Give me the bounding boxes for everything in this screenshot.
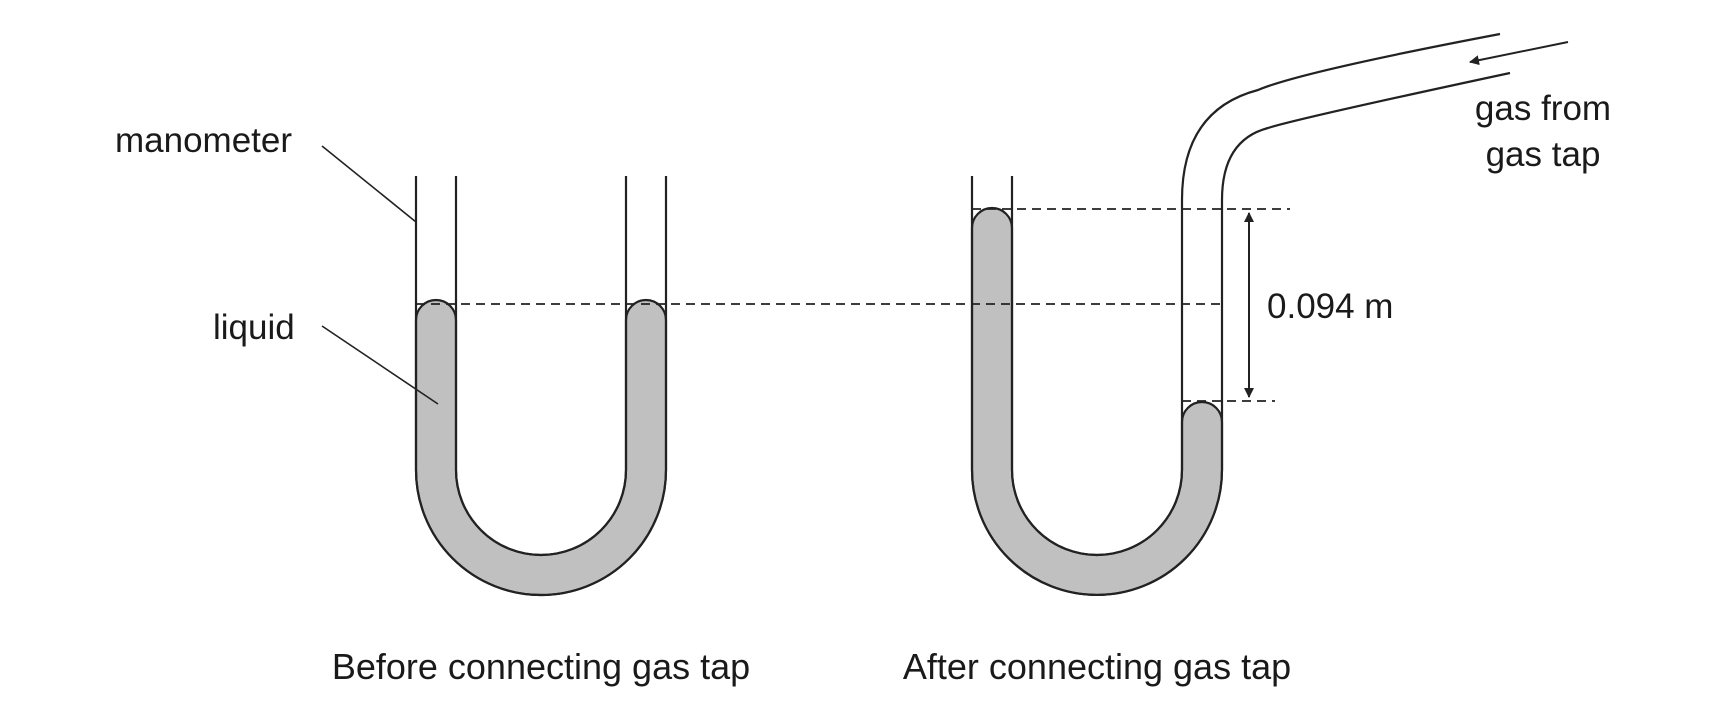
liquid-leader-line <box>321 325 439 405</box>
gas-label-line2: gas tap <box>1486 135 1601 174</box>
height-label: 0.094 m <box>1267 287 1393 326</box>
tube-outer-wall-before <box>414 176 668 597</box>
liquid-before <box>414 298 668 597</box>
tube-inner-wall-after <box>1010 32 1501 557</box>
tube-outer-wall-after <box>970 71 1511 597</box>
manometer-leader-line <box>321 145 417 223</box>
caption-after: After connecting gas tap <box>903 646 1291 687</box>
manometer-label: manometer <box>115 121 292 160</box>
caption-before: Before connecting gas tap <box>332 646 750 687</box>
liquid-label: liquid <box>213 308 295 347</box>
gas-label-line1: gas from <box>1475 89 1611 128</box>
tube-inner-wall-before <box>454 176 628 557</box>
gas-flow-arrow <box>1469 41 1569 66</box>
manometer-before <box>414 176 668 597</box>
manometer-after <box>970 32 1511 597</box>
